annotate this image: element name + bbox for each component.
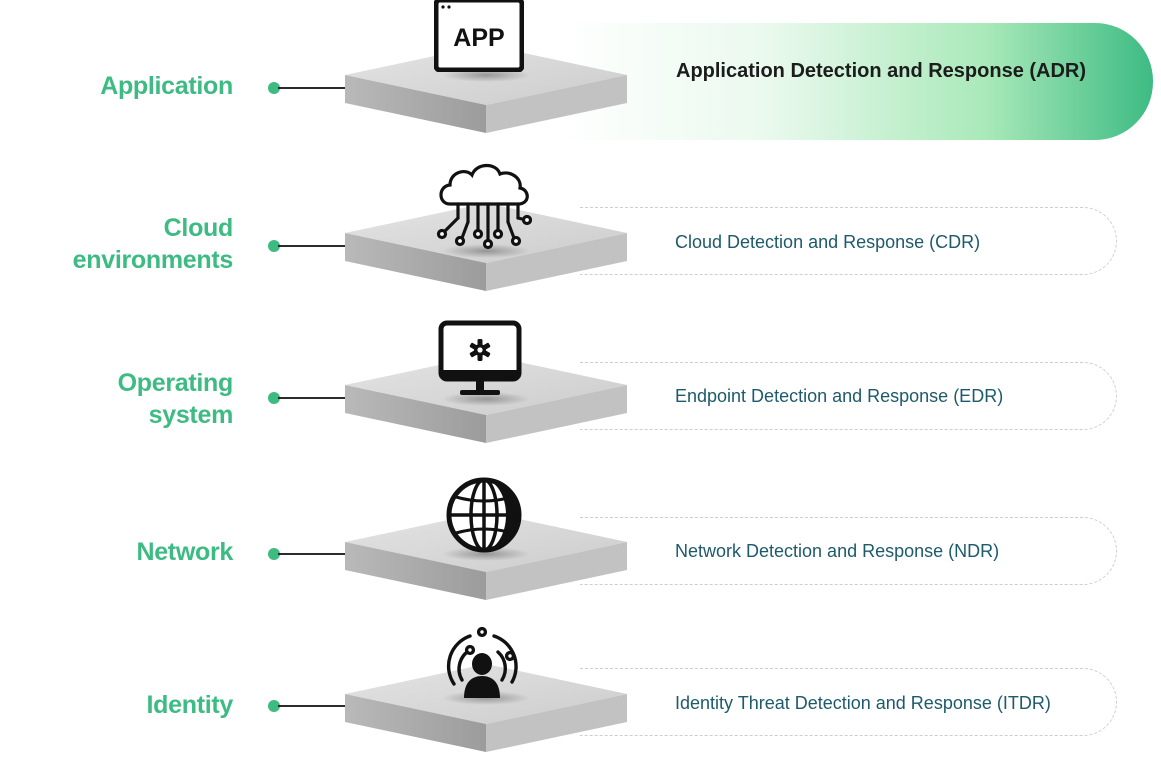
solution-pill-ndr	[580, 517, 1117, 585]
platform-cloud	[345, 203, 627, 291]
app-window-icon: APP	[433, 0, 525, 73]
connector-os	[268, 392, 350, 404]
solution-label-cdr: Cloud Detection and Response (CDR)	[675, 232, 981, 252]
connector-identity	[268, 700, 350, 712]
globe-icon	[444, 475, 524, 555]
solution-label-edr: Endpoint Detection and Response (EDR)	[675, 386, 1004, 406]
monitor-gear-icon	[438, 320, 522, 398]
highlight-band	[560, 23, 1153, 140]
cloud-network-icon	[436, 160, 533, 252]
solution-label-ndr: Network Detection and Response (NDR)	[675, 541, 1000, 561]
connector-network	[268, 548, 350, 560]
layer-label-identity: Identity	[146, 691, 234, 719]
identity-user-icon	[440, 626, 524, 702]
connector-cloud	[268, 240, 350, 252]
solution-label-adr: Application Detection and Response (ADR)	[676, 60, 1087, 82]
layer-label-network: Network	[136, 538, 233, 566]
platform-application	[345, 45, 627, 133]
solution-pill-itdr	[580, 668, 1117, 736]
solution-pill-edr	[580, 362, 1117, 430]
platform-os	[345, 355, 627, 443]
app-icon-text: APP	[453, 24, 504, 52]
solution-label-itdr: Identity Threat Detection and Response (…	[675, 693, 1051, 713]
connector-application	[268, 82, 350, 94]
solution-pill-cdr	[580, 207, 1117, 275]
layer-label-application: Application	[100, 72, 233, 100]
